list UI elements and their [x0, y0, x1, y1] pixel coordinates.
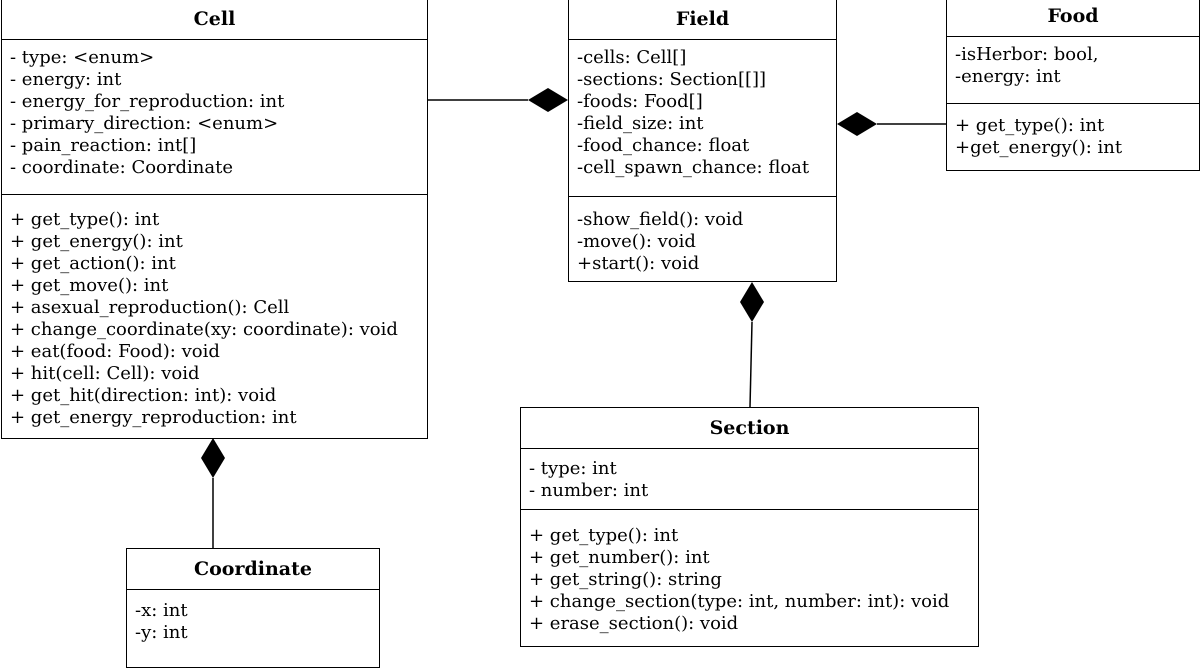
composition-diamond-cell-coordinate [201, 438, 225, 478]
method: + get_action(): int [10, 253, 176, 274]
method: + change_coordinate(xy: coordinate): voi… [10, 319, 398, 340]
attribute: - pain_reaction: int[] [10, 135, 197, 156]
class-field: Field -cells: Cell[] -sections: Section[… [568, 0, 837, 282]
attribute: - number: int [529, 480, 649, 501]
attribute: -y: int [135, 622, 188, 643]
method: + change_section(type: int, number: int)… [529, 591, 950, 612]
class-food-methods: + get_type(): int +get_energy(): int [947, 103, 1199, 159]
method: + get_move(): int [10, 275, 169, 296]
method: + get_energy(): int [10, 231, 183, 252]
class-field-methods: -show_field(): void -move(): void +start… [569, 196, 836, 275]
method: + eat(food: Food): void [10, 341, 220, 362]
class-section-methods: + get_type(): int + get_number(): int + … [521, 509, 978, 635]
class-section: Section - type: int - number: int + get_… [520, 407, 979, 647]
class-coordinate: Coordinate -x: int -y: int [126, 548, 380, 668]
method: + get_type(): int [529, 525, 679, 546]
class-section-attributes: - type: int - number: int [521, 449, 978, 509]
method: + hit(cell: Cell): void [10, 363, 200, 384]
method: -show_field(): void [577, 209, 744, 230]
attribute: -sections: Section[[]] [577, 69, 767, 90]
class-cell: Cell - type: <enum> - energy: int - ener… [1, 0, 428, 439]
class-field-name: Field [569, 0, 836, 40]
class-cell-attributes: - type: <enum> - energy: int - energy_fo… [2, 40, 427, 194]
attribute: -cell_spawn_chance: float [577, 157, 810, 178]
method: +start(): void [577, 253, 700, 274]
attribute: -energy: int [955, 66, 1061, 87]
class-food: Food -isHerbor: bool, -energy: int + get… [946, 0, 1200, 171]
attribute: - energy_for_reproduction: int [10, 91, 285, 112]
class-coordinate-name: Coordinate [127, 549, 379, 590]
method: -move(): void [577, 231, 696, 252]
class-cell-methods: + get_type(): int + get_energy(): int + … [2, 194, 427, 429]
class-field-attributes: -cells: Cell[] -sections: Section[[]] -f… [569, 40, 836, 196]
attribute: - type: int [529, 458, 617, 479]
method: + erase_section(): void [529, 613, 739, 634]
method: + get_number(): int [529, 547, 710, 568]
attribute: -foods: Food[] [577, 91, 703, 112]
attribute: -food_chance: float [577, 135, 750, 156]
attribute: - primary_direction: <enum> [10, 113, 279, 134]
method: + get_hit(direction: int): void [10, 385, 277, 406]
attribute: -x: int [135, 600, 188, 621]
class-coordinate-attributes: -x: int -y: int [127, 590, 379, 644]
attribute: -isHerbor: bool, [955, 44, 1099, 65]
attribute: - type: <enum> [10, 47, 155, 68]
class-cell-name: Cell [2, 0, 427, 40]
method: + get_energy_reproduction: int [10, 407, 297, 428]
class-food-attributes: -isHerbor: bool, -energy: int [947, 37, 1199, 103]
composition-diamond-field-food [837, 112, 877, 136]
relation-field-section-line [749, 321, 753, 408]
method: + asexual_reproduction(): Cell [10, 297, 290, 318]
attribute: - energy: int [10, 69, 122, 90]
composition-diamond-field-section [740, 282, 764, 322]
attribute: -cells: Cell[] [577, 47, 687, 68]
method: + get_type(): int [955, 115, 1105, 136]
method: + get_type(): int [10, 209, 160, 230]
attribute: - coordinate: Coordinate [10, 157, 233, 178]
attribute: -field_size: int [577, 113, 704, 134]
class-section-name: Section [521, 408, 978, 449]
method: +get_energy(): int [955, 137, 1123, 158]
diagram-connectors [201, 88, 946, 548]
method: + get_string(): string [529, 569, 722, 590]
class-food-name: Food [947, 0, 1199, 37]
composition-diamond-field-cell [528, 88, 568, 112]
